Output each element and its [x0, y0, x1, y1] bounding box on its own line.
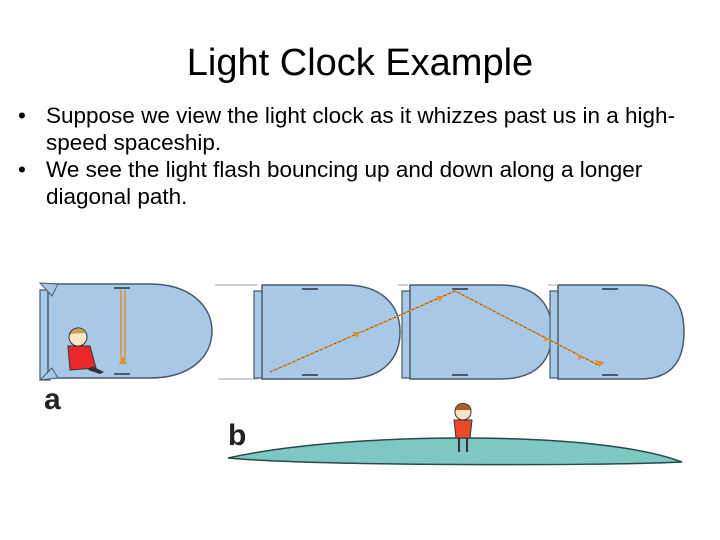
- bullet-list: Suppose we view the light clock as it wh…: [18, 102, 708, 210]
- ship-stationary: [38, 282, 213, 381]
- ship-moving-2: [398, 284, 553, 380]
- label-a: a: [44, 383, 61, 416]
- ship-moving-3: [548, 284, 685, 380]
- sitting-observer: [67, 327, 104, 374]
- slide-title: Light Clock Example: [186, 42, 534, 84]
- label-b: b: [228, 419, 246, 452]
- ship-moving-1: [215, 284, 401, 380]
- bullet-item: We see the light flash bouncing up and d…: [18, 156, 708, 210]
- diagonal-light-path: [269, 290, 605, 373]
- standing-observer: [453, 402, 473, 452]
- ground: [227, 437, 683, 466]
- bullet-item: Suppose we view the light clock as it wh…: [18, 102, 708, 156]
